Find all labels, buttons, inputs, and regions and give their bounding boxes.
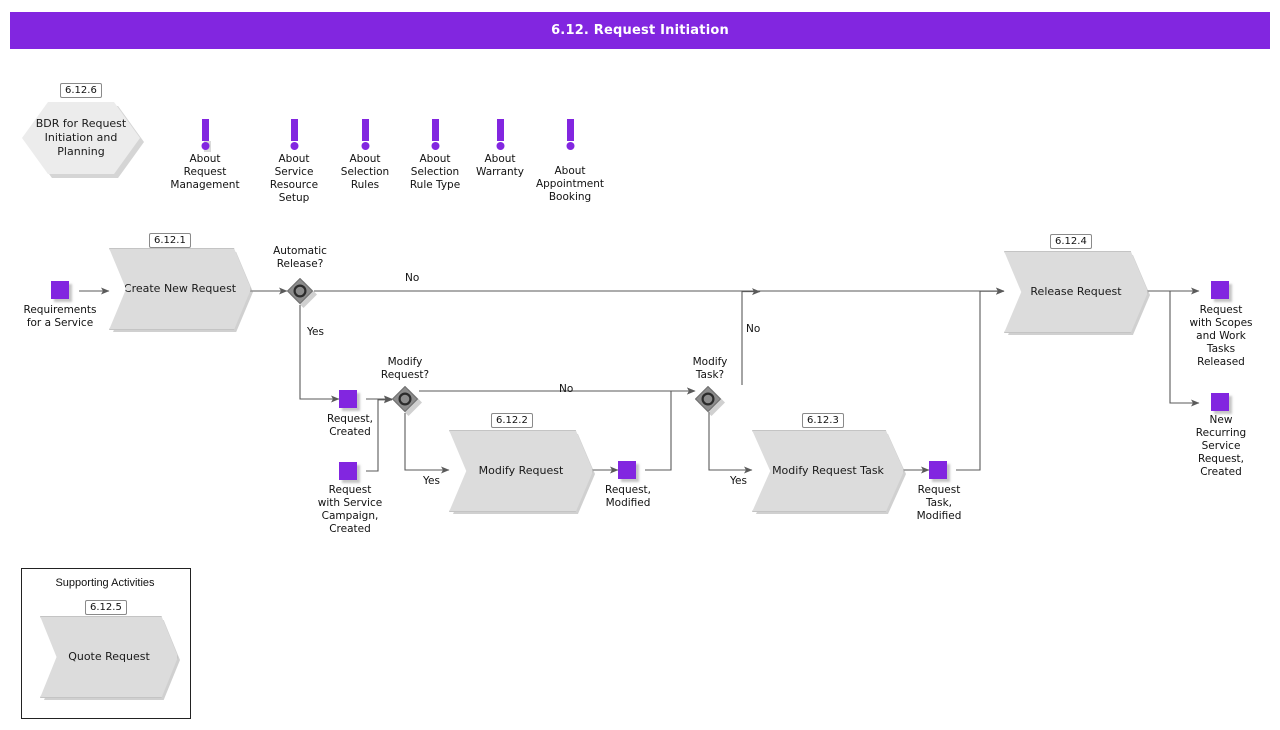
task-id-tag-6124: 6.12.4 [1050,234,1092,249]
edge-label-autorelease-no: No [405,272,420,284]
edge-label-modifytask-no: No [746,323,761,335]
edge-label-modifyrequest-no: No [559,383,574,395]
task-id-tag-6122: 6.12.2 [491,413,533,428]
note-label-1: About Request Management [170,153,240,191]
data-object-new-recurring-service-request[interactable] [1211,393,1229,411]
data-object-requirements[interactable] [51,281,69,299]
gateway-automatic-release[interactable] [286,277,317,308]
task-label-modify-request: Modify Request [478,464,564,477]
task-release-request[interactable]: Release Request [1004,251,1148,333]
edge-modifyrequest-yes-to-modifyrequest-task [404,413,450,474]
exclamation-icon[interactable] [424,106,446,152]
task-label-create-new-request: Create New Request [123,282,237,295]
page-title-bar: 6.12. Request Initiation [10,12,1270,49]
data-object-request-task-modified[interactable] [929,461,947,479]
task-modify-request-task[interactable]: Modify Request Task [752,430,904,512]
edge-label-modifytask-yes: Yes [730,475,747,487]
supporting-activities-title: Supporting Activities [55,577,155,589]
exclamation-icon[interactable] [489,106,511,152]
task-modify-request[interactable]: Modify Request [449,430,593,512]
task-id-tag-6123: 6.12.3 [802,413,844,428]
edge-modifytask-yes-to-modifyrequesttask [708,412,753,474]
gateway-label-modify-task: Modify Task? [692,356,728,381]
task-label-quote-request: Quote Request [68,650,150,663]
data-object-label-request-scopes-released: Request with Scopes and Work Tasks Relea… [1189,304,1253,368]
task-create-new-request[interactable]: Create New Request [109,248,251,330]
exclamation-icon[interactable] [194,106,216,163]
data-object-label-new-recurring-service-request: New Recurring Service Request, Created [1195,414,1247,478]
bdr-label: BDR for Request Initiation and Planning [35,117,127,158]
exclamation-icon[interactable] [559,106,581,152]
task-id-tag-6125: 6.12.5 [85,600,127,615]
note-label-5: About Warranty [475,153,524,178]
edge-label-autorelease-yes: Yes [307,326,324,338]
gateway-label-automatic-release: Automatic Release? [273,245,327,270]
gateway-label-modify-request: Modify Request? [380,356,430,381]
data-object-label-request-task-modified: Request Task, Modified [916,484,962,522]
data-object-label-request-created: Request, Created [327,413,373,438]
page-title: 6.12. Request Initiation [551,23,729,38]
data-object-request-modified[interactable] [618,461,636,479]
data-object-request-scopes-released[interactable] [1211,281,1229,299]
edge-request-modified-to-modifytask [645,387,696,471]
edge-autorelease-yes-to-request-created [299,305,340,403]
task-label-release-request: Release Request [1030,285,1122,298]
gateway-modify-request[interactable] [391,385,422,416]
note-label-4: About Selection Rule Type [409,153,461,191]
edge-label-modifyrequest-yes: Yes [423,475,440,487]
data-object-request-service-campaign[interactable] [339,462,357,480]
exclamation-icon[interactable] [354,106,376,152]
note-label-3: About Selection Rules [340,153,390,191]
edge-requesttask-modified-to-release [956,287,1005,471]
note-label-6: About Appointment Booking [535,165,605,203]
task-quote-request[interactable]: Quote Request [40,616,178,698]
task-id-tag-6121: 6.12.1 [149,233,191,248]
exclamation-icon[interactable] [283,106,305,152]
note-label-2: About Service Resource Setup [269,153,319,204]
data-object-label-request-modified: Request, Modified [605,484,651,509]
bdr-hexagon[interactable]: BDR for Request Initiation and Planning [22,102,140,174]
data-object-label-requirements: Requirements for a Service [23,304,97,329]
gateway-modify-task[interactable] [694,385,725,416]
data-object-label-request-service-campaign: Request with Service Campaign, Created [317,484,383,535]
task-label-modify-request-task: Modify Request Task [772,464,884,477]
bdr-id-tag: 6.12.6 [60,83,102,98]
data-object-request-created[interactable] [339,390,357,408]
